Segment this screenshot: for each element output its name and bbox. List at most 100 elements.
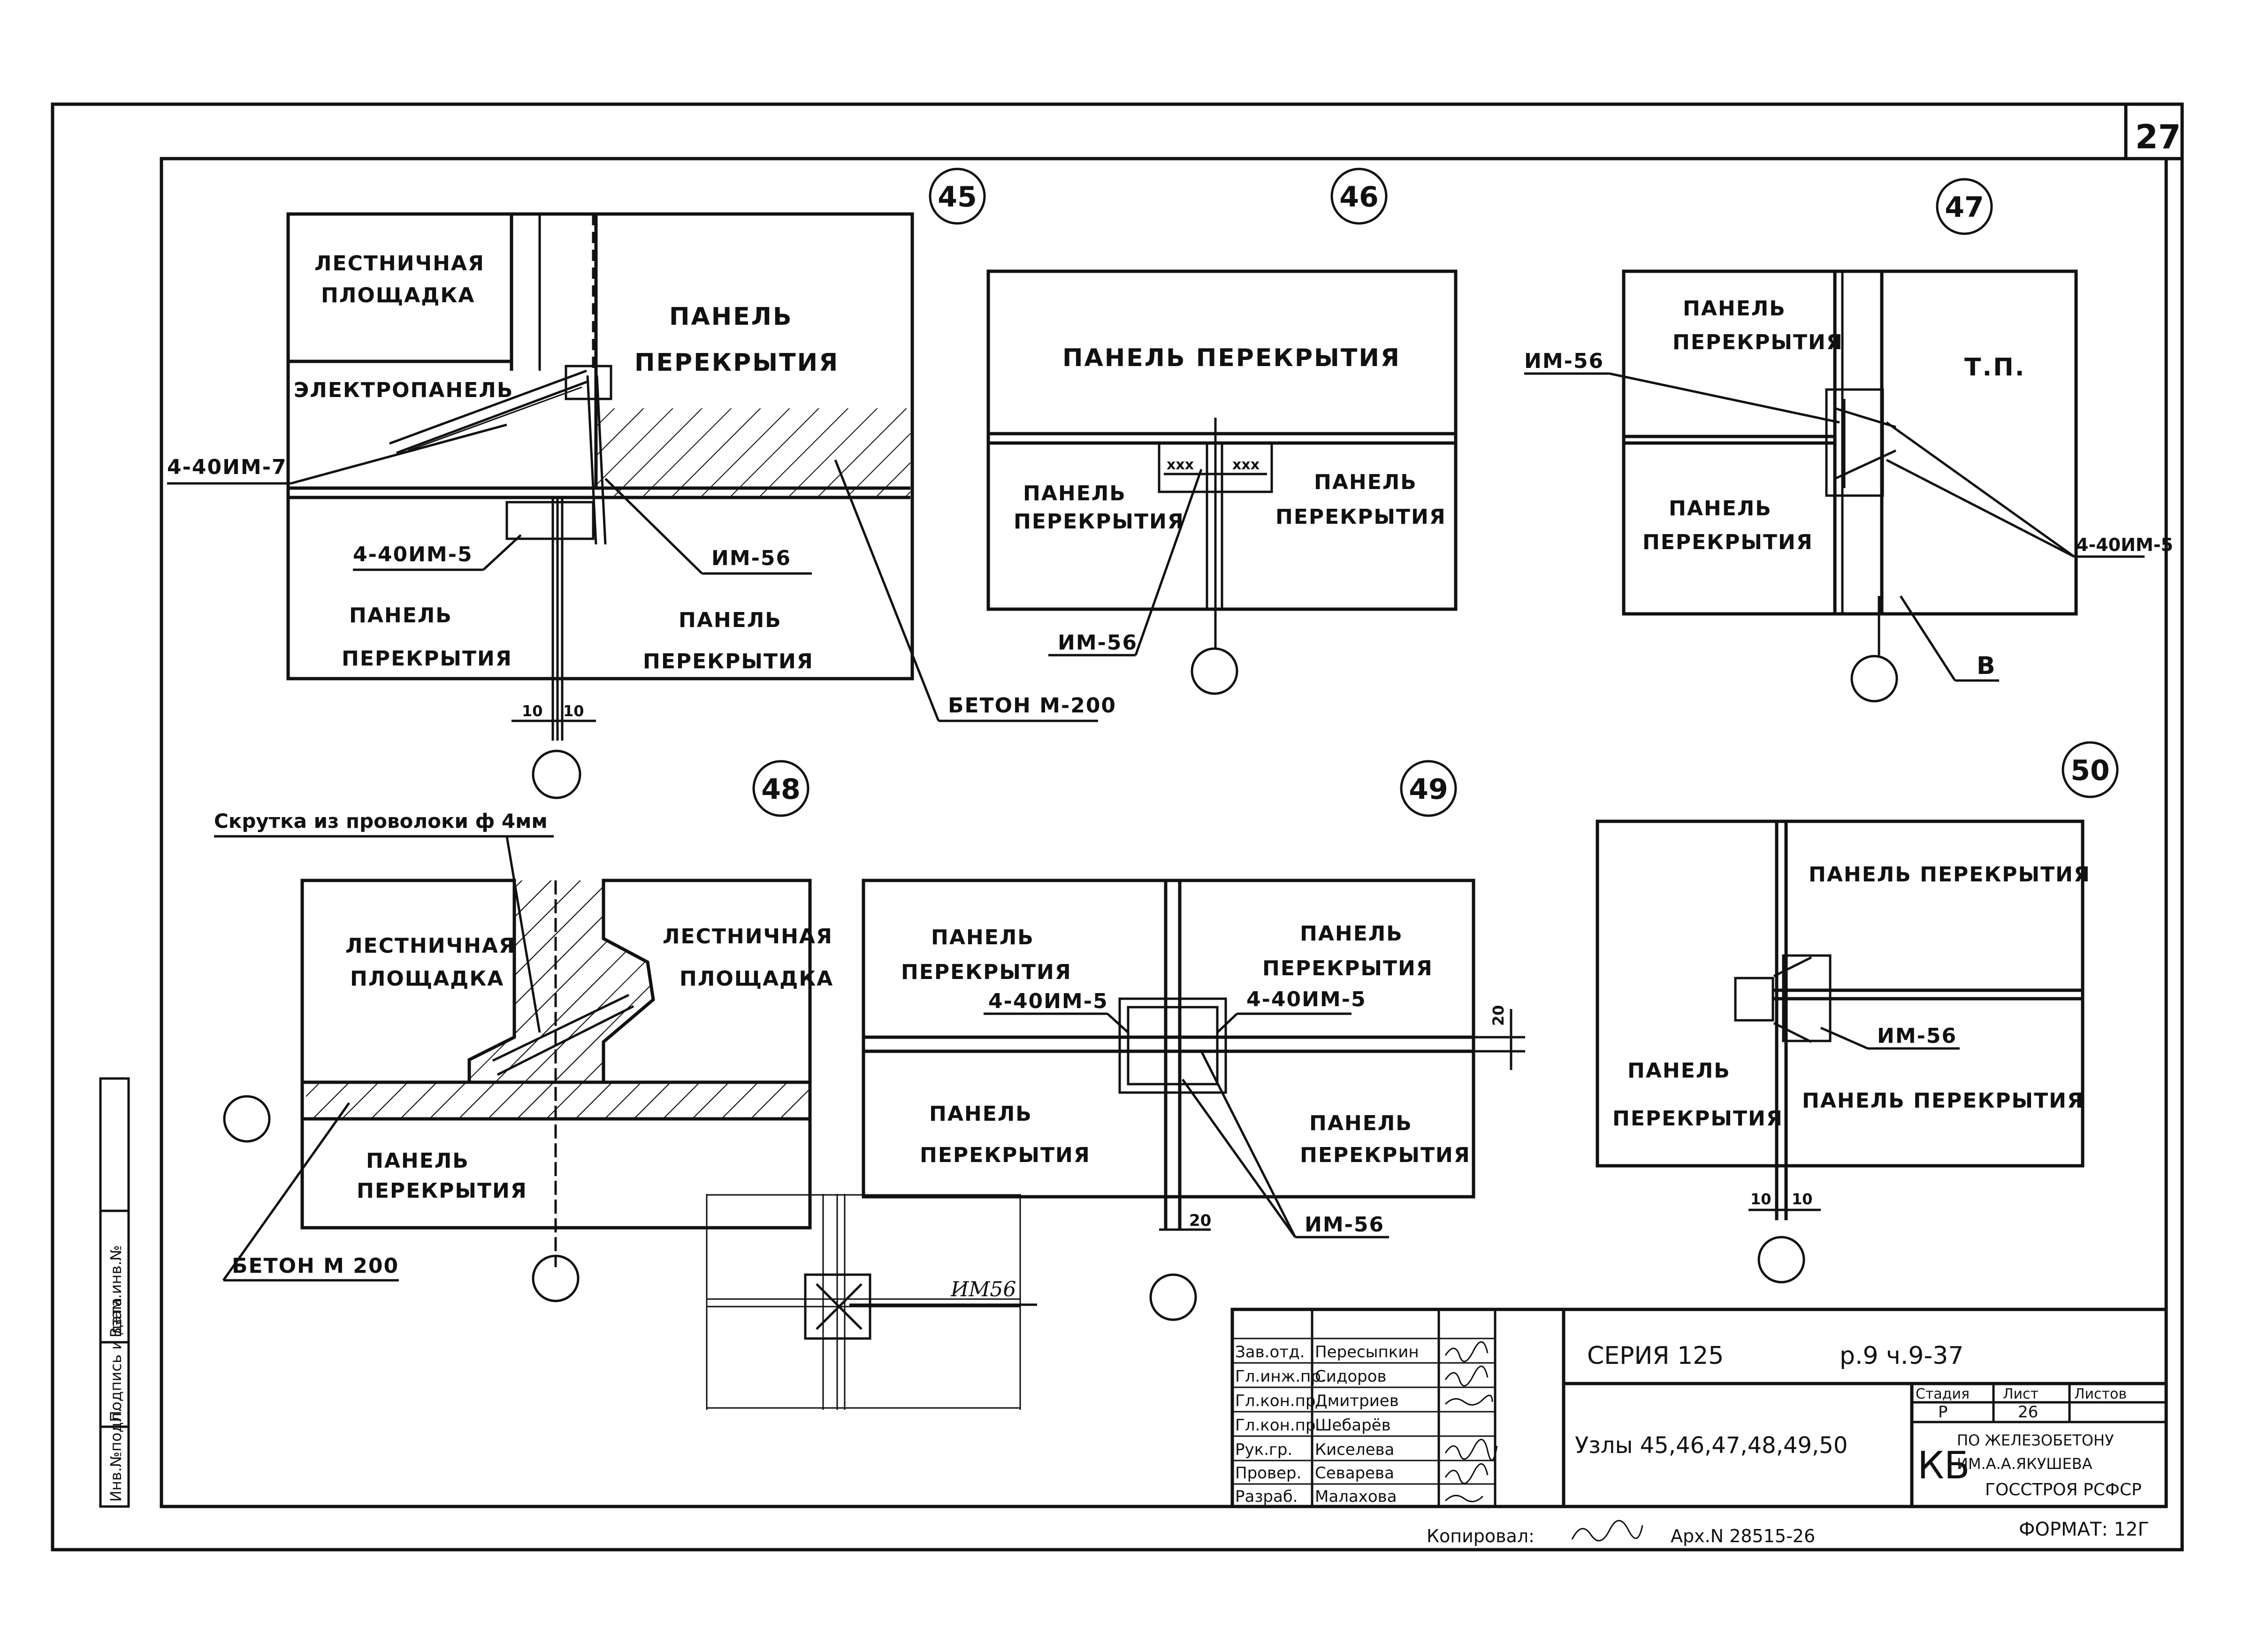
n49-panel-tr-1: ПАНЕЛЬ [1300, 922, 1403, 946]
n47-tp: Т.П. [1964, 353, 2026, 382]
stamp-signature: Подпись и дата [107, 1298, 125, 1422]
n50-panel-tr: ПАНЕЛЬ ПЕРЕКРЫТИЯ [1809, 863, 2091, 887]
node-49: 49 ПАНЕЛЬ ПЕРЕКРЫТИЯ ПАНЕЛЬ ПЕРЕКРЫТИЯ П… [706, 760, 1525, 1410]
n49-panel-tl-2: ПЕРЕКРЫТИЯ [901, 960, 1072, 984]
n49-dim-horizontal: 20 [1489, 1005, 1507, 1026]
title-block: Зав.отд. Гл.инж.пр. Гл.кон.пр. Гл.кон.пр… [1230, 1308, 2168, 1546]
stamp-vzam: Взам.инв.№ [107, 1245, 125, 1338]
n50-panel-br: ПАНЕЛЬ ПЕРЕКРЫТИЯ [1802, 1089, 2084, 1113]
tb-name-5: Киселева [1315, 1440, 1394, 1459]
tb-role-6: Провер. [1235, 1464, 1301, 1483]
n47-panel-bottom-2: ПЕРЕКРЫТИЯ [1642, 530, 1813, 554]
tb-role-7: Разраб. [1235, 1487, 1298, 1506]
n49-panel-tr-2: ПЕРЕКРЫТИЯ [1262, 956, 1433, 980]
n49-dim-vertical: 20 [1189, 1211, 1211, 1230]
tb-name-6: Севарева [1315, 1464, 1394, 1483]
tb-org-2: ИМ.А.А.ЯКУШЕВА [1957, 1455, 2092, 1473]
n47-callout-im5: 4-40ИМ-5 [2076, 535, 2173, 555]
n45-elpanel: ЭЛЕКТРОПАНЕЛЬ [294, 378, 513, 402]
tb-copied: Копировал: [1427, 1526, 1535, 1546]
side-stamp: Инв.№подл. Подпись и дата Взам.инв.№ [99, 1077, 130, 1508]
n47-callout-im56: ИМ-56 [1524, 349, 1604, 373]
stamp-inv-podl: Инв.№подл. [107, 1408, 125, 1502]
tb-role-1: Зав.отд. [1235, 1343, 1305, 1361]
tb-org-logo: КБ [1917, 1444, 1970, 1487]
node-48: 48 Скрутка из проволоки ф 4мм ЛЕСТНИЧНАЯ… [214, 760, 833, 1302]
n45-panel-bl-2: ПЕРЕКРЫТИЯ [342, 647, 512, 671]
tb-stage-header: Стадия [1916, 1386, 1970, 1402]
n45-panel-br-1: ПАНЕЛЬ [679, 608, 782, 632]
n50-panel-left-2: ПЕРЕКРЫТИЯ [1612, 1107, 1783, 1131]
n47-callout-b: В [1977, 652, 1997, 680]
tb-format: ФОРМАТ: 12Г [2019, 1519, 2149, 1540]
n48-twist: Скрутка из проволоки ф 4мм [214, 810, 548, 833]
tb-name-2: Сидоров [1315, 1367, 1387, 1386]
tb-sheet-header: Лист [2003, 1386, 2039, 1402]
n49-panel-br-2: ПЕРЕКРЫТИЯ [1300, 1143, 1471, 1167]
tb-signatures [1444, 1341, 1498, 1502]
n48-axis-marker-bottom [532, 1254, 580, 1302]
n46-callout-im56: ИМ-56 [1058, 631, 1138, 655]
n49-callout-left: 4-40ИМ-5 [988, 989, 1108, 1013]
node-50-number: 50 [2070, 754, 2110, 787]
node-45-number: 45 [938, 181, 977, 214]
node-48-badge [752, 760, 809, 817]
tb-name-4: Шебарёв [1315, 1416, 1391, 1435]
n50-dim-right: 10 [1792, 1190, 1813, 1208]
tb-name-3: Дмитриев [1315, 1392, 1399, 1410]
n49-callout-im56: ИМ-56 [1305, 1213, 1384, 1237]
n46-panel-right-1: ПАНЕЛЬ [1314, 470, 1417, 494]
tb-role-2: Гл.инж.пр. [1235, 1367, 1326, 1386]
tb-title: Узлы 45,46,47,48,49,50 [1575, 1432, 1848, 1459]
node-48-number: 48 [761, 773, 801, 806]
node-46-number: 46 [1339, 181, 1379, 214]
n48-axis-marker-left [223, 1095, 271, 1143]
n47-panel-top-1: ПАНЕЛЬ [1683, 297, 1786, 321]
node-50: 50 ПАНЕЛЬ ПЕРЕКРЫТИЯ ПАНЕЛЬ ПЕРЕКРЫТИЯ П… [1596, 741, 2119, 1284]
tb-role-5: Рук.гр. [1235, 1440, 1292, 1459]
page-number: 27 [2135, 118, 2181, 156]
node-47-number: 47 [1945, 191, 1984, 224]
n45-callout-im56: ИМ-56 [711, 546, 791, 570]
n49-axis-marker [1149, 1273, 1197, 1321]
n46-axis-marker [1191, 647, 1238, 695]
node-45-badge [929, 168, 986, 225]
n46-panel-top: ПАНЕЛЬ ПЕРЕКРЫТИЯ [1062, 344, 1401, 372]
n49-panel-br-1: ПАНЕЛЬ [1309, 1111, 1413, 1135]
n48-landing-right-2: ПЛОЩАДКА [680, 967, 833, 991]
n46-weld-right: xxx [1232, 457, 1260, 473]
n48-panel-bottom-1: ПАНЕЛЬ [366, 1149, 469, 1173]
n48-callout-concrete: БЕТОН М 200 [232, 1254, 399, 1278]
n49-panel-tl-1: ПАНЕЛЬ [931, 925, 1034, 949]
tb-sheet-no: 26 [2018, 1403, 2038, 1422]
node-49-number: 49 [1409, 773, 1448, 806]
n45-panel-tr-2: ПЕРЕКРЫТИЯ [634, 349, 839, 377]
tb-role-4: Гл.кон.пр. [1235, 1416, 1321, 1435]
node-45: 45 ЛЕСТНИЧНАЯ ПЛОЩАДКА ЭЛЕКТРОПАНЕЛЬ ПАН… [167, 168, 1115, 799]
n48-landing-left-2: ПЛОЩАДКА [350, 967, 504, 991]
tb-sheets-header: Листов [2074, 1386, 2127, 1402]
n45-dim-right: 10 [563, 702, 584, 720]
n48-landing-right-1: ЛЕСТНИЧНАЯ [663, 925, 833, 948]
n47-axis-marker [1850, 655, 1898, 703]
n47-panel-bottom-1: ПАНЕЛЬ [1669, 497, 1772, 520]
n46-panel-left-1: ПАНЕЛЬ [1023, 482, 1126, 505]
node-47: 47 ПАНЕЛЬ ПЕРЕКРЫТИЯ ПАНЕЛЬ ПЕРЕКРЫТИЯ Т… [1524, 178, 2173, 703]
tb-role-3: Гл.кон.пр. [1235, 1392, 1321, 1410]
tb-name-7: Малахова [1315, 1487, 1397, 1506]
tb-archive: Арх.N 28515-26 [1671, 1526, 1815, 1546]
node-46: 46 xxx xxx ПАНЕЛЬ ПЕРЕКРЫТИЯ ПАНЕЛЬ ПЕРЕ… [986, 168, 1458, 695]
tb-copied-signature [1571, 1520, 1643, 1542]
sheet-frame [51, 102, 2184, 1552]
n45-callout-im5: 4-40ИМ-5 [353, 543, 473, 566]
n49-panel-bl-2: ПЕРЕКРЫТИЯ [920, 1143, 1091, 1167]
n48-panel-bottom-2: ПЕРЕКРЫТИЯ [357, 1179, 527, 1203]
n50-panel-left-1: ПАНЕЛЬ [1627, 1059, 1731, 1083]
n45-callout-im7: 4-40ИМ-7 [167, 455, 287, 479]
n45-panel-bl-1: ПАНЕЛЬ [349, 604, 452, 627]
n45-dim-left: 10 [522, 702, 543, 720]
tb-series: СЕРИЯ 125 [1587, 1342, 1724, 1370]
n49-panel-bl-1: ПАНЕЛЬ [929, 1102, 1032, 1126]
n48-landing-left-1: ЛЕСТНИЧНАЯ [345, 934, 516, 958]
node-45-concrete [596, 408, 910, 497]
